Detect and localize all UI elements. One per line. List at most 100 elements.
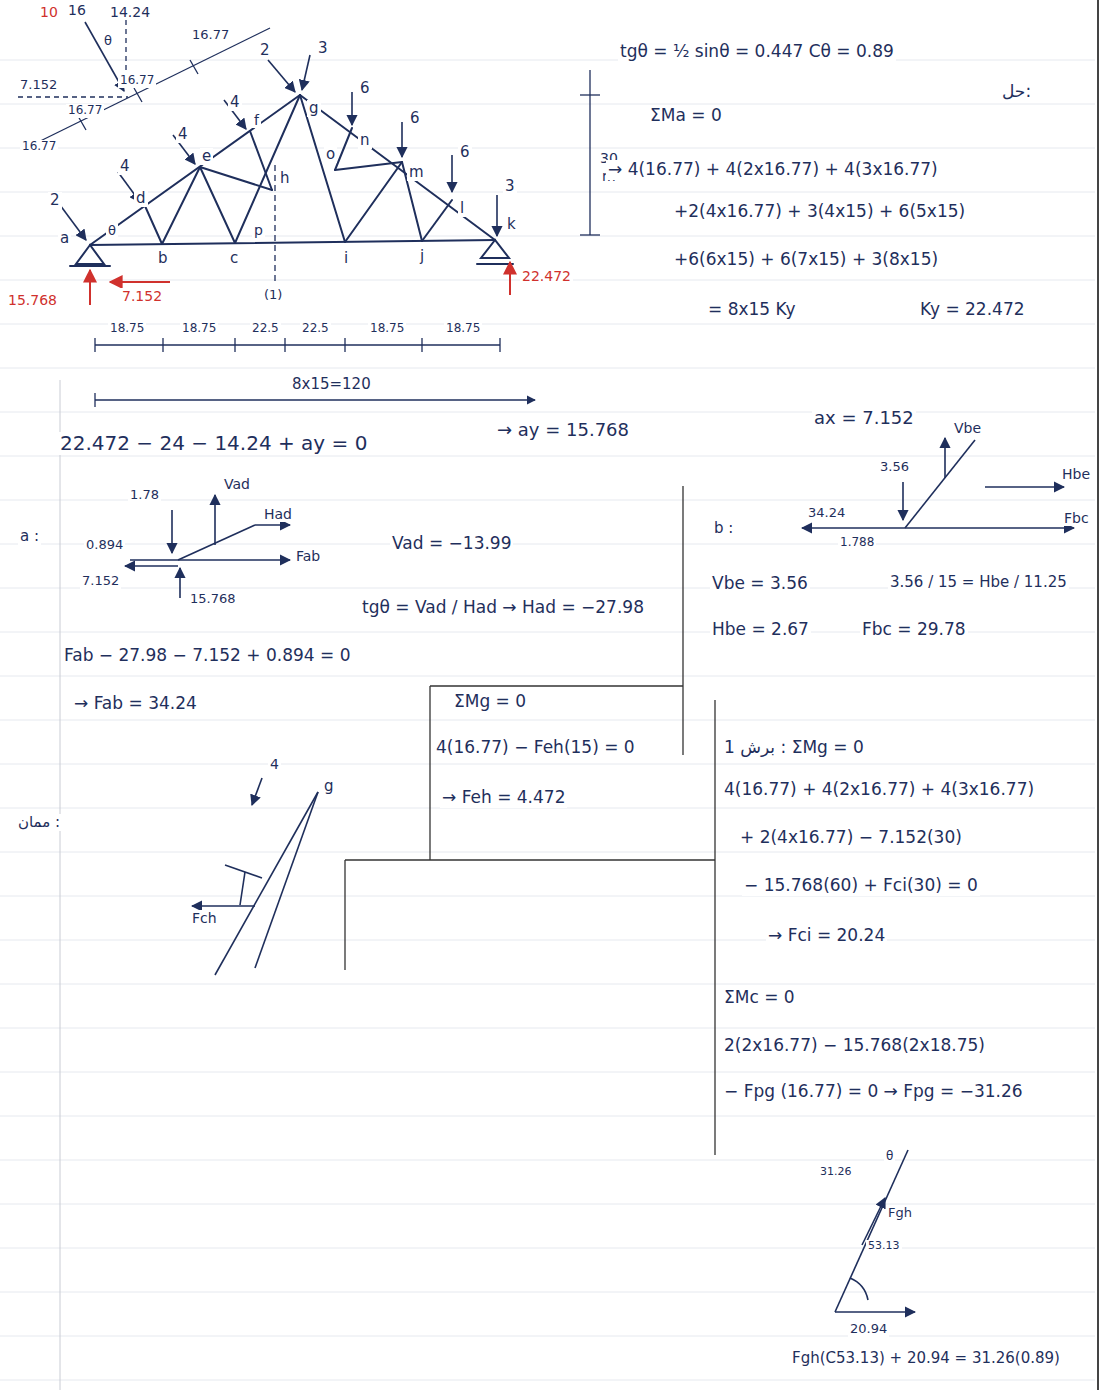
angle-symbol: θ [106,224,118,239]
dimension: 22.5 [300,322,331,336]
equation: Vad = −13.99 [390,534,513,554]
equation: → Fci = 20.24 [766,926,887,946]
load-value: 4 [268,756,281,772]
equation: tgθ = ½ sinθ = 0.447 Cθ = 0.89 [618,42,896,62]
equation: Ky = 22.472 [918,300,1027,320]
joint-label: c [228,250,240,267]
joint-label: j [418,248,426,265]
equation: +6(6x15) + 6(7x15) + 3(8x15) [672,250,940,270]
dimension: 18.75 [444,322,482,336]
equation: → ay = 15.768 [495,420,631,441]
dimension: 16.77 [190,28,231,43]
equation: 4(16.77) − Feh(15) = 0 [434,738,637,758]
force-label: Vbe [952,420,983,436]
equation: 3.56 / 15 = Hbe / 11.25 [888,574,1069,591]
equation: = 8x15 Ky [706,300,798,320]
force-value: 3.56 [878,460,911,475]
force-label: Vad [222,476,252,492]
equation: Vbe = 3.56 [710,574,810,594]
equation: ΣMg = 0 [452,692,528,712]
equation: 2(2x16.77) − 15.768(2x18.75) [722,1036,987,1056]
load-value: 4 [176,126,190,143]
load-value: 6 [458,144,472,161]
heading: a : [18,528,41,545]
force-value: 31.26 [818,1166,854,1179]
equation: ax = 7.152 [812,408,916,429]
force-value: 0.894 [84,538,125,553]
equation: → 4(16.77) + 4(2x16.77) + 4(3x16.77) [606,160,940,180]
force-value: 34.24 [806,506,847,521]
dimension: 16.77 [20,140,58,154]
equation: tgθ = Vad / Had → Had = −27.98 [360,598,646,618]
load-value: 2 [258,42,272,59]
equation: + 2(4x16.77) − 7.152(30) [738,828,964,848]
load-value: 6 [358,80,372,97]
equation: ΣMa = 0 [648,106,724,126]
dimension: 22.5 [250,322,281,336]
force-value: 1.788 [838,536,876,550]
equation: 4(16.77) + 4(2x16.77) + 4(3x16.77) [722,780,1036,800]
equation: 22.472 − 24 − 14.24 + ay = 0 [58,432,369,455]
force-value: 15.768 [188,592,238,607]
equation: − 15.768(60) + Fci(30) = 0 [742,876,980,896]
equation: − Fpg (16.77) = 0 → Fpg = −31.26 [722,1082,1025,1102]
joint-label: p [252,222,265,238]
force-value: 20.94 [848,1322,889,1337]
force-value: 7.152 [18,78,59,93]
joint-label: n [358,132,372,149]
force-label: Had [262,506,294,522]
load-value: 4 [118,158,132,175]
equation: ΣMc = 0 [722,988,797,1008]
joint-label: f [252,112,261,128]
angle-value: 53.13 [866,1240,902,1253]
reaction-value: 15.768 [6,292,59,308]
page-number: 16 [66,2,88,18]
equation: → Feh = 4.472 [440,788,567,808]
dimension: 18.75 [368,322,406,336]
joint-label: g [322,778,336,795]
equation: +2(4x16.77) + 3(4x15) + 6(5x15) [672,202,967,222]
load-value: 4 [228,94,242,111]
joint-label: l [458,200,466,217]
heading: حل: [1000,82,1033,102]
dimension: 16.77 [66,104,104,118]
reaction-value: 22.472 [520,268,573,284]
equation: → Fab = 34.24 [72,694,199,714]
joint-label: d [134,190,148,207]
section-label: (1) [262,288,284,303]
joint-label: a [58,230,71,247]
equation: Fab − 27.98 − 7.152 + 0.894 = 0 [62,646,352,666]
dimension: 16.77 [118,74,156,88]
page-number: 10 [38,4,60,20]
force-value: 14.24 [108,4,152,20]
dimension: 18.75 [108,322,146,336]
dimension: 18.75 [180,322,218,336]
equation: Fgh(C53.13) + 20.94 = 31.26(0.89) [790,1350,1062,1367]
force-value: 1.78 [128,488,161,503]
dimension: 8x15=120 [290,376,373,393]
equation: برش 1 : ΣMg = 0 [722,738,866,758]
load-value: 6 [408,110,422,127]
load-value: 2 [48,192,62,209]
angle-symbol: θ [102,34,114,49]
joint-label: m [407,164,426,181]
joint-label: h [278,170,292,187]
angle-symbol: θ [884,1150,895,1164]
joint-label: k [505,216,518,233]
force-value: 7.152 [80,574,121,589]
force-label: Fbc [1062,510,1091,526]
reaction-value: 7.152 [120,288,164,304]
force-label: Fch [190,910,219,926]
load-value: 3 [503,178,517,195]
joint-label: i [342,250,350,267]
joint-label: e [200,148,213,165]
load-value: 3 [316,40,330,57]
force-label: Fgh [886,1206,914,1221]
force-label: Hbe [1060,466,1092,482]
equation: Hbe = 2.67 [710,620,811,640]
force-label: Fab [294,548,322,564]
equation: Fbc = 29.78 [860,620,968,640]
joint-label: o [324,146,337,163]
heading: b : [712,520,735,537]
